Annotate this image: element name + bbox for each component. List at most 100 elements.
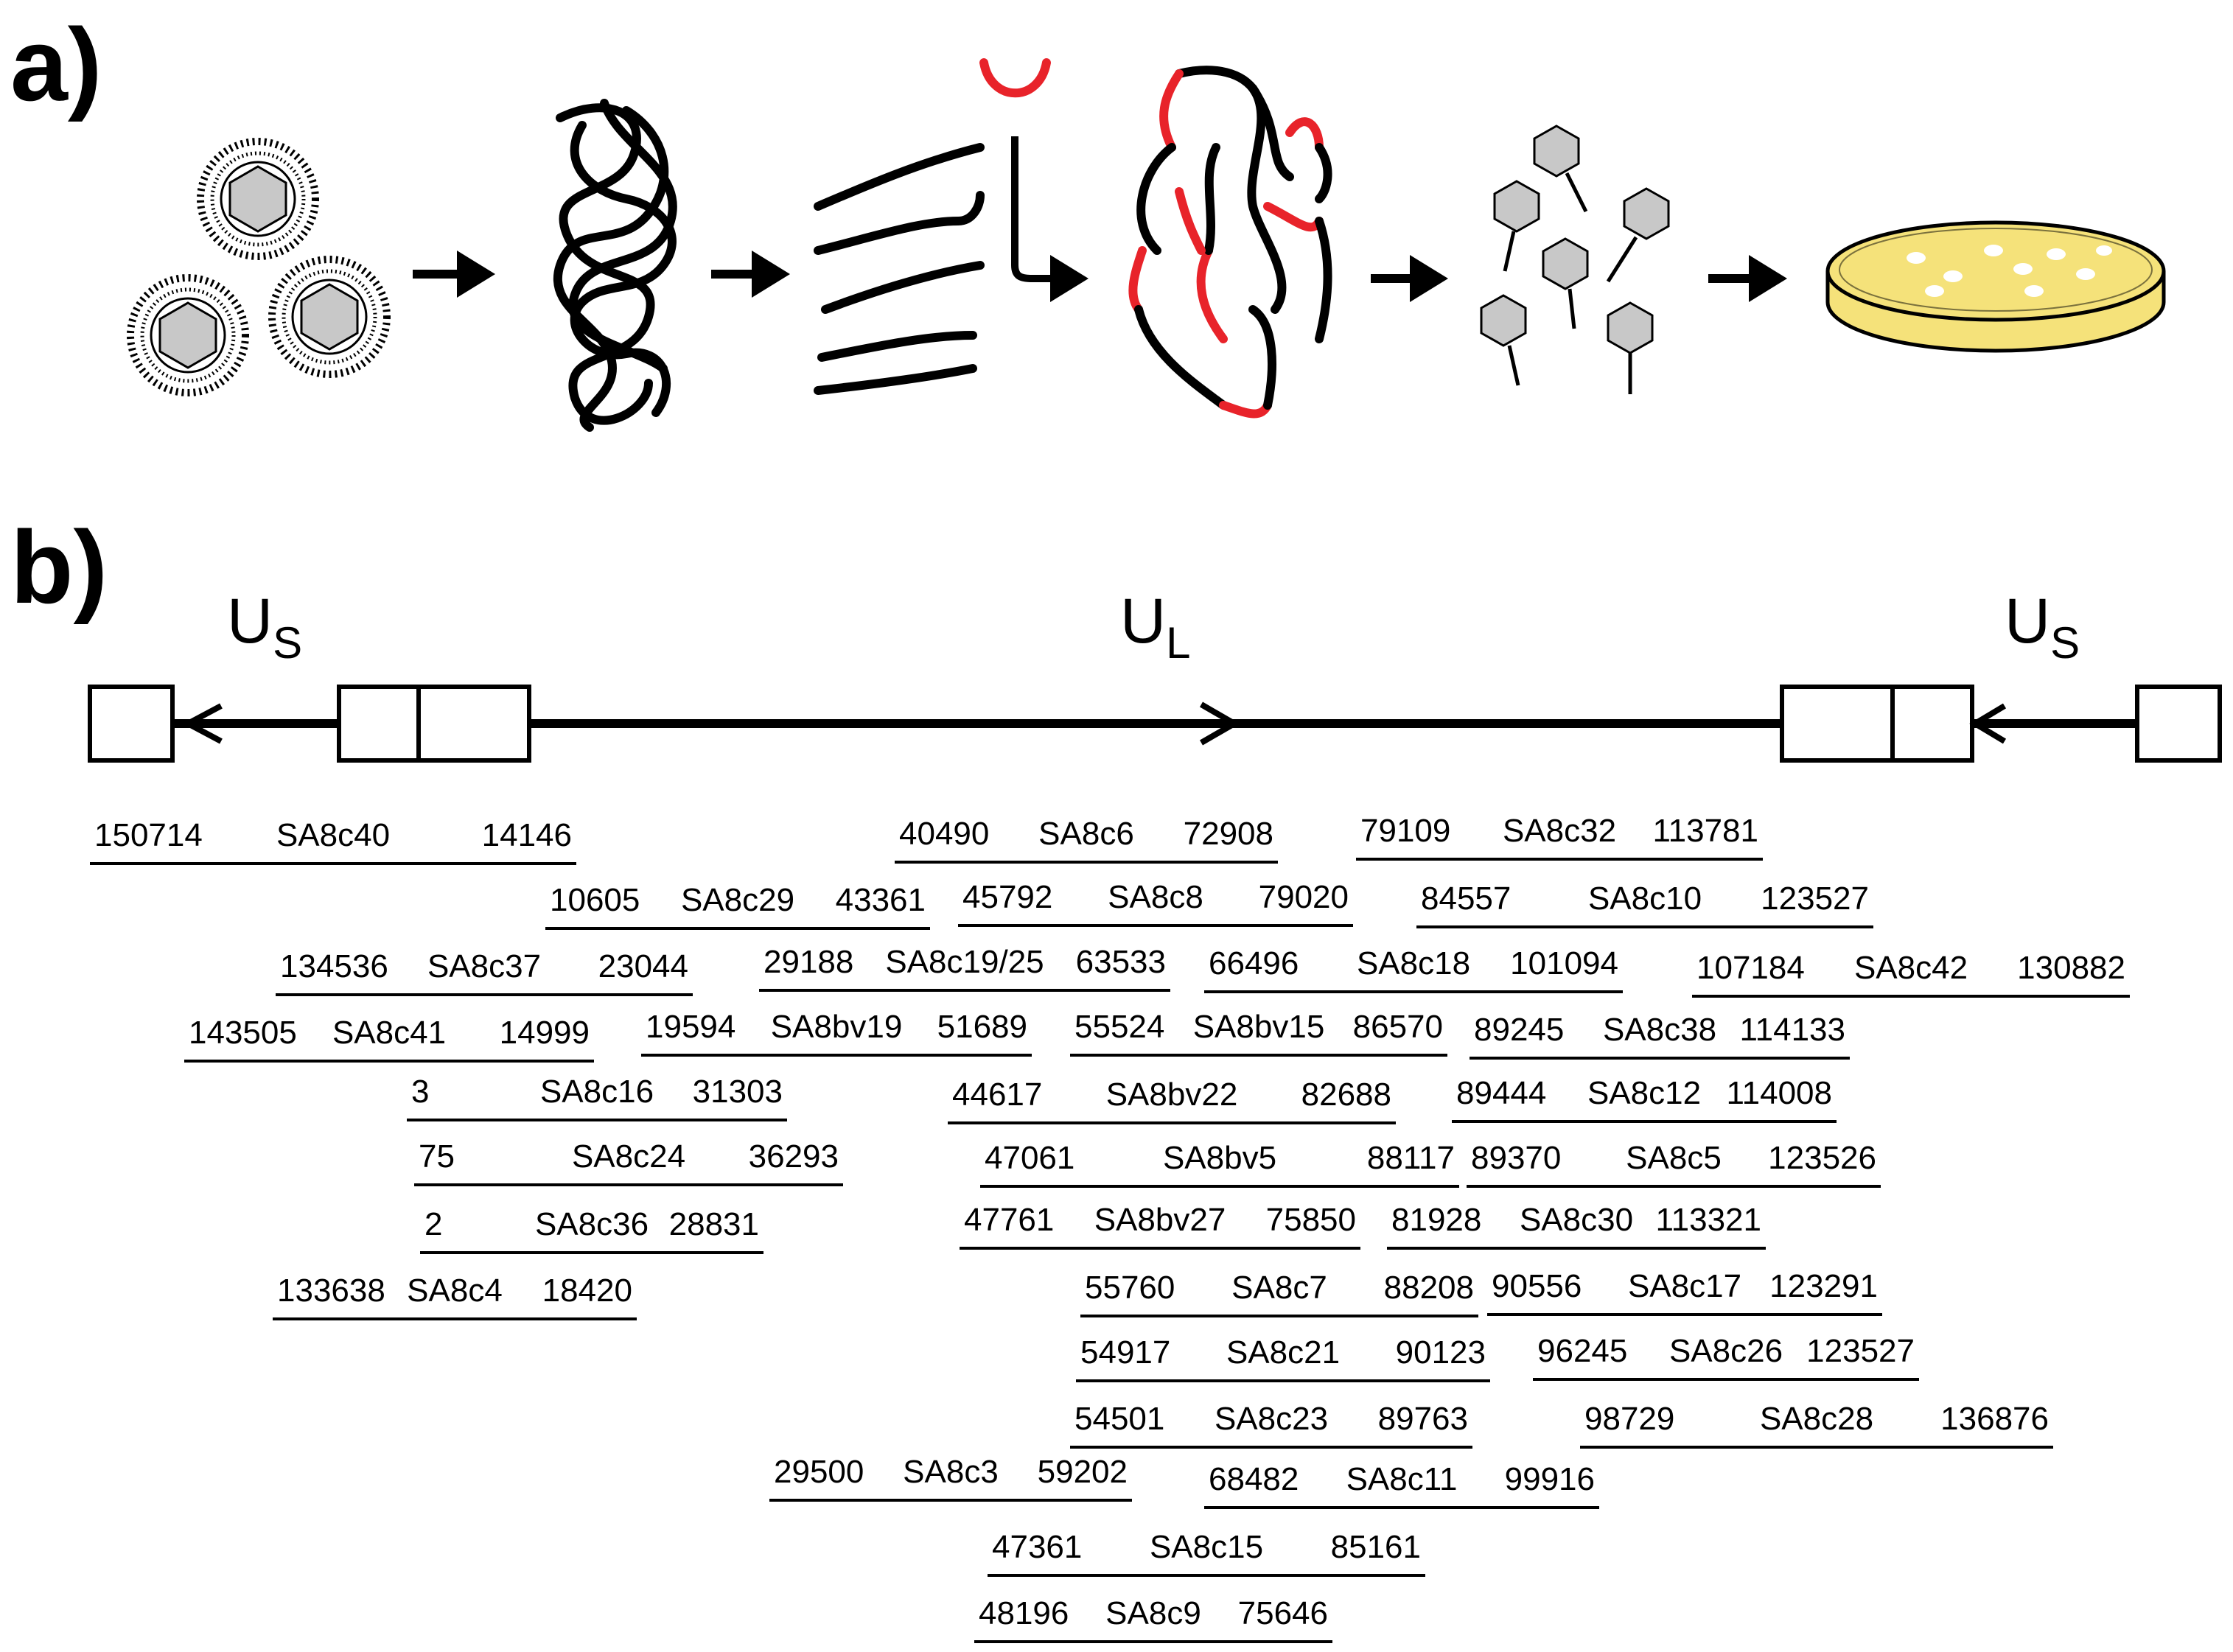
clone-name: SA8c23 (1214, 1401, 1329, 1437)
us-left-label: US (227, 589, 302, 665)
clone-name: SA8c36 (534, 1206, 649, 1242)
clone-line: 48196 SA8c9 75646 (974, 1597, 1332, 1643)
us-left-arrow-icon (181, 703, 223, 744)
clone-end: 123527 (1806, 1333, 1915, 1369)
clone-name: SA8c29 (680, 882, 795, 918)
terminal-repeat-box (2135, 685, 2222, 763)
clone-start: 89245 (1474, 1012, 1565, 1048)
clone-start: 89370 (1471, 1140, 1562, 1176)
phage-icon (1607, 301, 1654, 394)
clone-name: SA8c21 (1226, 1334, 1341, 1371)
clone-end: 113781 (1652, 813, 1758, 849)
clone-end: 51689 (937, 1009, 1027, 1045)
clone-start: 90556 (1492, 1268, 1582, 1304)
panel-a-label: a) (10, 7, 102, 122)
clone-name: SA8c16 (539, 1074, 654, 1110)
genomic-dna-icon (553, 99, 677, 432)
clone-name: SA8c9 (1105, 1595, 1201, 1631)
us-right-sub: S (2050, 618, 2080, 668)
clone-start: 29500 (774, 1454, 864, 1490)
clone-end: 59202 (1037, 1454, 1128, 1490)
clone-start: 84557 (1421, 881, 1512, 917)
process-arrow (1011, 136, 1054, 282)
clone-name: SA8c40 (276, 817, 391, 853)
phage-icon (1480, 294, 1527, 386)
clone-line: 3 SA8c16 31303 (407, 1076, 787, 1121)
clone-end: 101094 (1510, 945, 1618, 981)
clone-start: 150714 (94, 817, 203, 853)
clone-start: 96245 (1537, 1333, 1628, 1369)
petri-dish-icon (1825, 220, 2166, 353)
clone-name: SA8c32 (1502, 813, 1617, 849)
clone-name: SA8c7 (1231, 1270, 1327, 1306)
clone-end: 123527 (1761, 881, 1869, 917)
clone-start: 54917 (1080, 1334, 1171, 1371)
clone-start: 81928 (1391, 1202, 1482, 1238)
clone-end: 88208 (1383, 1270, 1474, 1306)
arrowhead-icon (1749, 255, 1787, 302)
clone-end: 136876 (1940, 1401, 2049, 1437)
arrowhead-icon (457, 251, 495, 298)
clone-name: SA8c41 (332, 1015, 447, 1051)
clone-end: 36293 (748, 1138, 839, 1175)
clone-end: 90123 (1395, 1334, 1486, 1371)
phage-icon (1533, 125, 1588, 213)
clone-line: 19594 SA8bv19 51689 (641, 1011, 1032, 1057)
clone-name: SA8c15 (1149, 1529, 1264, 1565)
vector-arc-icon (979, 58, 1051, 98)
internal-repeat-box (337, 685, 421, 763)
clone-name: SA8c5 (1626, 1140, 1722, 1176)
clone-name: SA8c10 (1587, 881, 1702, 917)
clone-end: 75646 (1237, 1595, 1328, 1631)
clone-start: 2 (424, 1206, 443, 1242)
arrowhead-icon (1050, 255, 1088, 302)
clone-end: 14999 (499, 1015, 590, 1051)
ul-sub: L (1166, 618, 1191, 668)
clone-end: 31303 (692, 1074, 783, 1110)
clone-start: 68482 (1209, 1461, 1299, 1497)
clone-start: 54501 (1074, 1401, 1165, 1437)
genome-map (88, 685, 2222, 763)
clone-start: 3 (411, 1074, 430, 1110)
clone-start: 134536 (280, 948, 388, 984)
arrowhead-icon (752, 251, 790, 298)
clone-name: SA8c17 (1627, 1268, 1742, 1304)
clone-start: 19594 (646, 1009, 736, 1045)
us-left-main: U (227, 586, 273, 657)
clone-end: 82688 (1301, 1077, 1391, 1113)
clone-end: 23044 (598, 948, 688, 984)
internal-repeat-box (1890, 685, 1974, 763)
ul-main: U (1120, 586, 1167, 657)
clone-start: 89444 (1456, 1075, 1547, 1111)
clone-start: 55524 (1074, 1009, 1165, 1045)
internal-repeat-box (416, 685, 531, 763)
clone-end: 85161 (1330, 1529, 1421, 1565)
clone-end: 14146 (481, 817, 572, 853)
clone-end: 79020 (1258, 879, 1349, 915)
clone-start: 48196 (979, 1595, 1069, 1631)
clone-name: SA8bv19 (770, 1009, 903, 1045)
clone-start: 10605 (550, 882, 640, 918)
clone-name: SA8c42 (1853, 950, 1968, 986)
clone-line: 84557 SA8c10 123527 (1416, 883, 1873, 928)
clone-name: SA8bv5 (1162, 1140, 1277, 1176)
panel-b-label: b) (10, 509, 108, 625)
clone-start: 107184 (1696, 950, 1805, 986)
clone-start: 44617 (952, 1077, 1043, 1113)
clone-end: 72908 (1183, 816, 1273, 852)
clone-end: 113321 (1655, 1202, 1761, 1238)
clone-end: 99916 (1504, 1461, 1595, 1497)
clone-start: 40490 (899, 816, 990, 852)
clone-name: SA8c26 (1668, 1333, 1783, 1369)
